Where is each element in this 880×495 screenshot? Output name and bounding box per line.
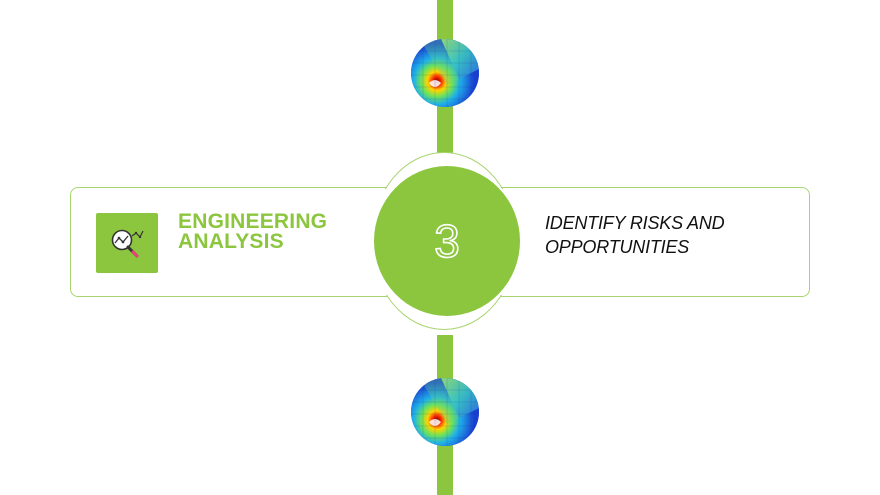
step-description-line: OPPORTUNITIES xyxy=(545,237,690,257)
step-number-circle: 3 xyxy=(374,166,520,316)
step-title-line: ANALYSIS xyxy=(178,230,284,253)
simulation-thumbnail-bottom xyxy=(411,378,479,446)
analysis-magnifier-icon xyxy=(111,229,144,258)
step-description: IDENTIFY RISKS AND OPPORTUNITIES xyxy=(545,211,725,259)
simulation-heatmap-image xyxy=(411,378,479,446)
simulation-thumbnail-top xyxy=(411,39,479,107)
analysis-icon-box xyxy=(96,213,158,273)
simulation-heatmap-image xyxy=(411,39,479,107)
step-title-line: ENGINEERING xyxy=(178,210,328,233)
step-number: 3 xyxy=(433,215,460,267)
step-description-line: IDENTIFY RISKS AND xyxy=(545,213,725,233)
step-title: ENGINEERING ANALYSIS xyxy=(178,210,328,253)
